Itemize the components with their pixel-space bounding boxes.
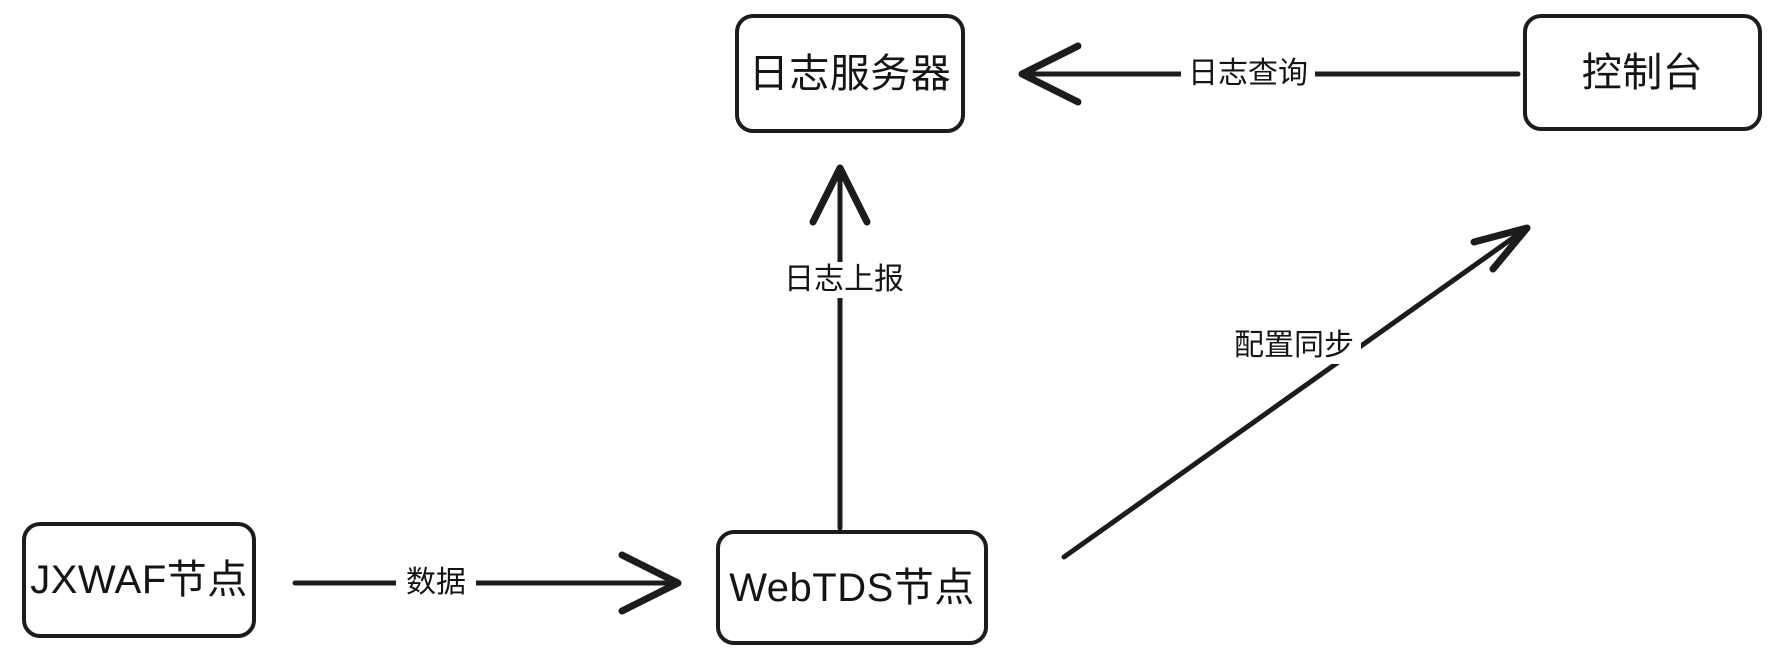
node-console[interactable]: 控制台 xyxy=(1523,14,1762,131)
node-console-label: 控制台 xyxy=(1581,50,1704,95)
connector-config-sync xyxy=(1061,224,1531,560)
edge-label-log-query-text: 日志查询 xyxy=(1188,57,1308,90)
connector-data xyxy=(292,551,682,615)
node-webtds-label: WebTDS节点 xyxy=(729,565,975,610)
connector-config-sync-arrowhead xyxy=(1470,224,1531,273)
connector-config-sync-line xyxy=(1061,225,1530,560)
edge-label-config-sync-text: 配置同步 xyxy=(1234,329,1354,362)
node-jxwaf-label: JXWAF节点 xyxy=(30,558,248,602)
node-log-server[interactable]: 日志服务器 xyxy=(735,14,965,133)
connector-data-arrowhead xyxy=(618,551,682,615)
connector-log-query-arrowhead xyxy=(1018,42,1082,106)
connector-log-report xyxy=(809,164,871,531)
edge-label-data: 数据 xyxy=(396,565,476,601)
edge-label-log-query: 日志查询 xyxy=(1181,56,1315,92)
node-jxwaf[interactable]: JXWAF节点 xyxy=(22,522,256,638)
edge-label-log-report: 日志上报 xyxy=(777,262,911,298)
node-log-server-label: 日志服务器 xyxy=(748,51,952,96)
edge-label-log-report-text: 日志上报 xyxy=(784,263,904,296)
connector-log-report-arrowhead xyxy=(809,164,871,226)
edge-label-data-text: 数据 xyxy=(406,566,466,599)
node-webtds[interactable]: WebTDS节点 xyxy=(716,530,988,645)
edge-label-config-sync: 配置同步 xyxy=(1227,328,1361,364)
